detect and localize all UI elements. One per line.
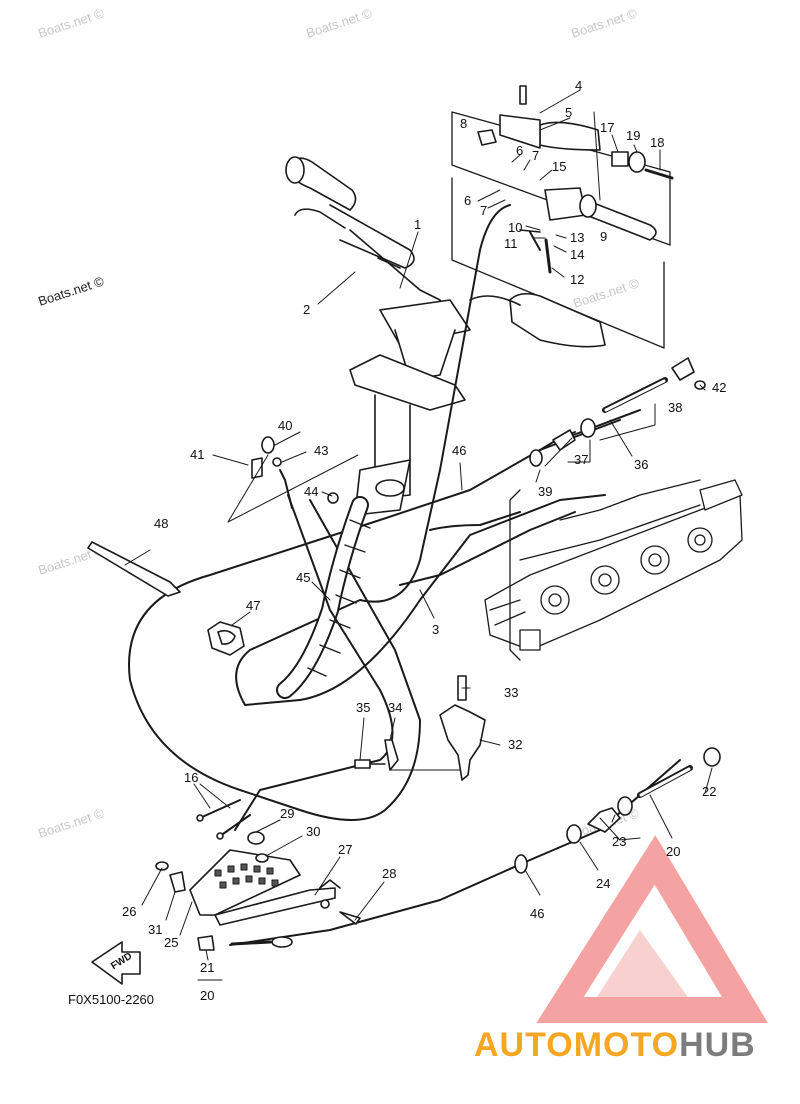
callout: 25: [164, 935, 178, 950]
diagram-code: F0X5100-2260: [68, 992, 154, 1007]
callout: 7: [480, 203, 487, 218]
callout: 45: [296, 570, 310, 585]
callout: 32: [508, 737, 522, 752]
callout: 48: [154, 516, 168, 531]
watermark: Boats.net ©: [36, 805, 106, 840]
callout: 15: [552, 159, 566, 174]
callout: 5: [565, 105, 572, 120]
callout: 20: [666, 844, 680, 859]
callout: 7: [532, 148, 539, 163]
callout: 9: [600, 229, 607, 244]
callout: 37: [574, 452, 588, 467]
callout: 12: [570, 272, 584, 287]
callout: 6: [464, 193, 471, 208]
callout: 22: [702, 784, 716, 799]
clamp: [207, 621, 245, 656]
fwd-arrow: [91, 941, 141, 985]
callout: 38: [668, 400, 682, 415]
callout: 21: [200, 960, 214, 975]
callout: 23: [612, 834, 626, 849]
lower-bracket: [189, 849, 301, 916]
brand-part1: AUTOMOTO: [474, 1026, 679, 1064]
brand-wordmark: AUTOMOTOHUB: [474, 1026, 756, 1064]
callout: 18: [650, 135, 664, 150]
callout: 14: [570, 247, 584, 262]
bracket: [439, 704, 486, 781]
callout: 46: [452, 443, 466, 458]
callout: 42: [712, 380, 726, 395]
callout: 4: [575, 78, 582, 93]
callout: 35: [356, 700, 370, 715]
callout: 47: [246, 598, 260, 613]
cable-45: [234, 494, 394, 831]
throttle-cable: [235, 204, 511, 706]
callout: 36: [634, 457, 648, 472]
line-art: [87, 85, 743, 985]
callouts: 1 2 3 4 5 6 6 7 7 8 9 10 11 12 13 14 15 …: [122, 78, 726, 1003]
shift-cable-loop: [128, 419, 621, 821]
callout: 29: [280, 806, 294, 821]
leader-lines: [124, 89, 713, 981]
callout: 46: [530, 906, 544, 921]
brand-logo: [536, 835, 768, 1023]
callout: 11: [504, 236, 518, 251]
callout: 26: [122, 904, 136, 919]
left-grip: [285, 156, 461, 331]
brand-part2: HUB: [679, 1026, 756, 1064]
callout: 6: [516, 143, 523, 158]
callout: 17: [600, 120, 614, 135]
callout: 24: [596, 876, 610, 891]
callout: 41: [190, 447, 204, 462]
watermark: Boats.net ©: [36, 5, 106, 40]
callout: 33: [504, 685, 518, 700]
callout: 10: [508, 220, 522, 235]
callout: 1: [414, 217, 421, 232]
callout: 16: [184, 770, 198, 785]
callout: 20: [200, 988, 214, 1003]
callout: 3: [432, 622, 439, 637]
steering-column: [349, 299, 471, 516]
cable-tie: [87, 541, 181, 597]
callout: 28: [382, 866, 396, 881]
callout: 43: [314, 443, 328, 458]
watermark: Boats.net ©: [304, 5, 374, 40]
engine-block: [484, 479, 743, 661]
watermark-dark: Boats.net ©: [36, 273, 106, 308]
callout: 31: [148, 922, 162, 937]
right-grip-box: [451, 85, 674, 349]
callout: 40: [278, 418, 292, 433]
callout: 27: [338, 842, 352, 857]
callout: 19: [626, 128, 640, 143]
watermark: Boats.net ©: [569, 5, 639, 40]
callout: 34: [388, 700, 402, 715]
callout: 2: [303, 302, 310, 317]
callout: 8: [460, 116, 467, 131]
callout: 39: [538, 484, 552, 499]
callout: 30: [306, 824, 320, 839]
callout: 44: [304, 484, 318, 499]
callout: 13: [570, 230, 584, 245]
